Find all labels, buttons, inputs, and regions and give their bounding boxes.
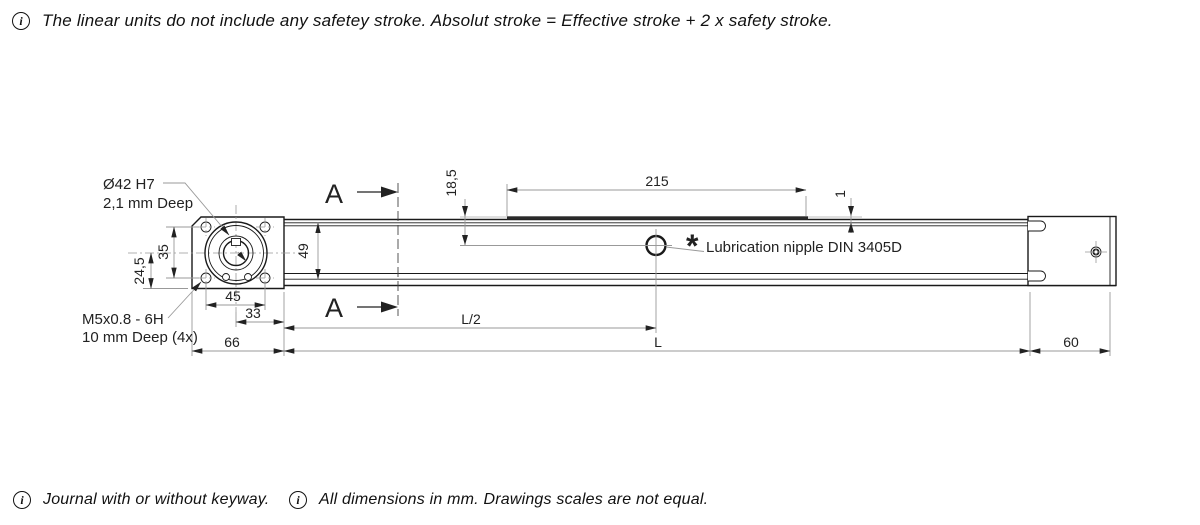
note-dimensions: i All dimensions in mm. Drawings scales … [289, 491, 708, 509]
dim-label: 33 [245, 305, 261, 321]
note-dimensions-text: All dimensions in mm. Drawings scales ar… [319, 491, 709, 508]
note-journal: i Journal with or without keyway. [13, 491, 269, 509]
dim-33: 33 [235, 305, 285, 327]
shaft-boss [204, 221, 268, 285]
dim-45: 45 [205, 284, 266, 310]
dim-label: 1 [832, 190, 848, 198]
dim-label: 60 [1063, 334, 1079, 350]
callout-thread: M5x0.8 - 6H 10 mm Deep (4x) [82, 281, 202, 346]
linear-unit-body [283, 218, 1116, 287]
keyway [231, 238, 241, 246]
dim-label: 45 [225, 288, 241, 304]
dim-label: L [654, 334, 662, 350]
dim-60: 60 [1029, 292, 1111, 356]
bore-label: Ø42 H7 [103, 176, 155, 193]
thread-label: M5x0.8 - 6H [82, 311, 164, 328]
note-top: i The linear units do not include any sa… [12, 11, 833, 31]
lubrication-nipple: * Lubrication nipple DIN 3405D [640, 228, 902, 333]
note-top-text: The linear units do not include any safe… [42, 11, 833, 30]
carriage-plate [460, 216, 862, 220]
section-label-bottom: A [325, 293, 343, 323]
dim-label: 35 [155, 244, 171, 260]
dim-49: 49 [295, 222, 321, 280]
end-block [1027, 215, 1117, 287]
section-label-top: A [325, 179, 343, 209]
dim-24-5: 24,5 [131, 252, 188, 289]
lubrication-label: Lubrication nipple DIN 3405D [706, 239, 902, 256]
end-block-hole [1085, 241, 1107, 263]
dim-18-5: 18,5 [443, 169, 645, 246]
thread-depth-label: 10 mm Deep (4x) [82, 329, 198, 346]
section-line-a: A A [325, 179, 399, 323]
lubrication-asterisk: * [686, 228, 699, 264]
dim-35: 35 [155, 226, 199, 279]
info-icon: i [289, 491, 307, 509]
info-icon: i [12, 12, 30, 30]
dim-215: 215 [506, 173, 807, 216]
dim-66: 66 [191, 292, 285, 356]
dim-label: 215 [645, 173, 669, 189]
callout-bore: Ø42 H7 2,1 mm Deep [103, 176, 247, 262]
dim-label: 18,5 [443, 169, 459, 196]
bore-depth-label: 2,1 mm Deep [103, 195, 193, 212]
belt-clamp-slot [1028, 270, 1046, 282]
dim-label: L/2 [461, 311, 481, 327]
note-journal-text: Journal with or without keyway. [43, 491, 270, 508]
bolt-holes [197, 218, 274, 287]
belt-clamp-slot [1028, 220, 1046, 232]
dim-1: 1 [832, 190, 854, 233]
dim-label: 49 [295, 243, 311, 259]
dim-l-half: L/2 [283, 311, 657, 331]
dim-label: 24,5 [131, 257, 147, 284]
dim-label: 66 [224, 334, 240, 350]
info-icon: i [13, 491, 31, 509]
dim-l: L [283, 292, 1031, 356]
